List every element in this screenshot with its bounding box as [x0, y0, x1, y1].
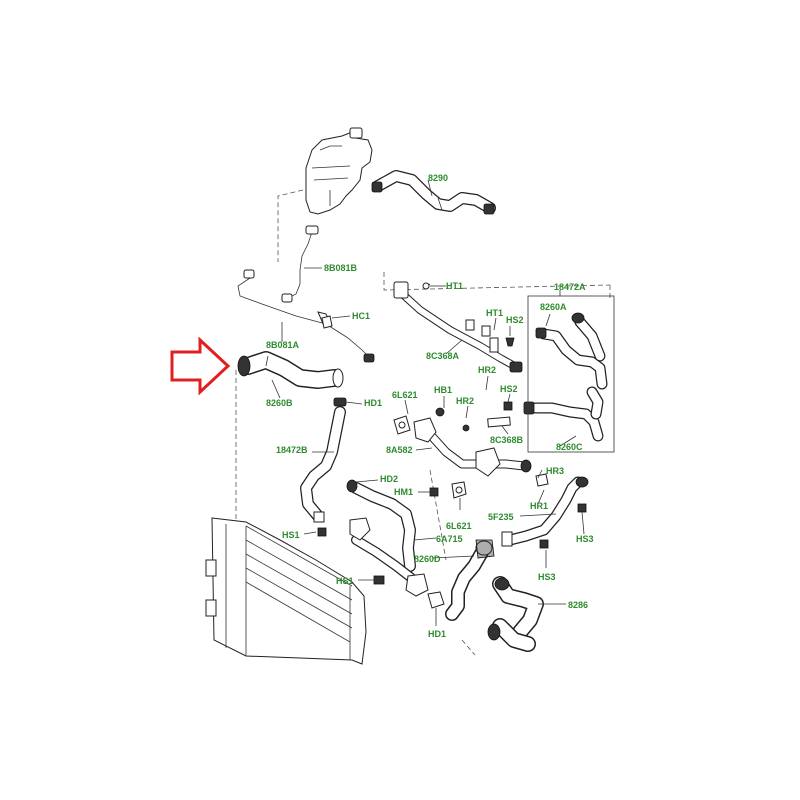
fittings-upper-center: [321, 315, 515, 347]
label-HS1-upper: HS1: [282, 530, 300, 540]
pipe-lower-left: [317, 517, 445, 609]
label-8286: 8286: [568, 600, 588, 610]
label-8A582: 8A582: [386, 445, 413, 455]
label-18472A: 18472A: [554, 282, 586, 292]
hose-8260B: [237, 351, 344, 389]
leader-lines: [271, 179, 585, 626]
label-HM1: HM1: [394, 487, 413, 497]
label-HD2: HD2: [380, 474, 398, 484]
box-18472A: [527, 295, 615, 453]
pipe-8C368A: [393, 281, 523, 373]
label-8260D: 8260D: [414, 554, 441, 564]
label-8260C: 8260C: [556, 442, 583, 452]
label-HS3-lower: HS3: [538, 572, 556, 582]
label-HS3-right: HS3: [576, 534, 594, 544]
label-6L621-lower: 6L621: [446, 521, 472, 531]
label-HS1-lower: HS1: [336, 576, 354, 586]
hose-18472B: [300, 397, 347, 523]
red-pointer-arrow-icon: [170, 336, 231, 396]
label-8C368B: 8C368B: [490, 435, 524, 445]
label-HR2-lower: HR2: [456, 396, 474, 406]
label-8C368A: 8C368A: [426, 351, 460, 361]
hose-8260D: [445, 539, 495, 621]
label-HC1: HC1: [352, 311, 370, 321]
hose-8290: [371, 170, 496, 215]
hose-8286: [487, 576, 544, 652]
label-8290: 8290: [428, 173, 448, 183]
label-8B081A: 8B081A: [266, 340, 300, 350]
label-8260B: 8260B: [266, 398, 293, 408]
label-HR1: HR1: [530, 501, 548, 511]
pipe-8C368B: [487, 401, 513, 428]
label-HS2-lower: HS2: [500, 384, 518, 394]
label-HT1-lower: HT1: [486, 308, 503, 318]
label-HB1: HB1: [434, 385, 452, 395]
hose-5F235: [501, 473, 589, 549]
label-HR3: HR3: [546, 466, 564, 476]
label-18472B: 18472B: [276, 445, 308, 455]
hose-8260C: [523, 386, 604, 442]
part-labels: 8290 8B081B HT1 18472A HC1 8B081A HT1 HS…: [266, 173, 594, 639]
label-HR2-upper: HR2: [478, 365, 496, 375]
label-HT1-upper: HT1: [446, 281, 463, 291]
label-6A715: 6A715: [436, 534, 463, 544]
label-HS2-upper: HS2: [506, 315, 524, 325]
radiator: [205, 517, 367, 665]
label-HD1-lower: HD1: [428, 629, 446, 639]
sensor-harness-8B081: [237, 225, 375, 363]
label-8260A: 8260A: [540, 302, 567, 312]
gaskets-6L621: [393, 407, 470, 499]
coolant-expansion-tank: [305, 127, 373, 215]
label-8B081B: 8B081B: [324, 263, 358, 273]
pipe-8A582: [413, 417, 532, 477]
label-HD1-upper: HD1: [364, 398, 382, 408]
label-6L621-upper: 6L621: [392, 390, 418, 400]
hose-6A715: [346, 479, 439, 572]
label-5F235: 5F235: [488, 512, 514, 522]
hose-8260A: [535, 312, 608, 390]
